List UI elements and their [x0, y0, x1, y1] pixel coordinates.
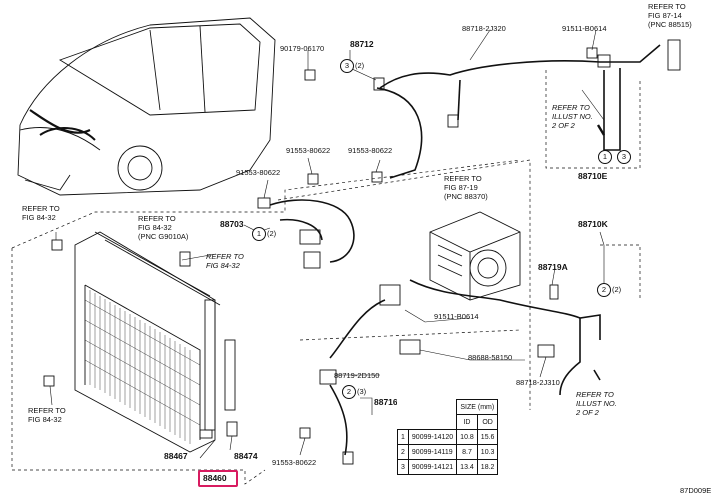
reference-fig-84-32-small[interactable]: REFER TO FIG 84-32 [206, 252, 244, 270]
diagram-id: 87D009E [680, 486, 712, 495]
part-number-88474[interactable]: 88474 [234, 451, 258, 461]
size-table-col-od: OD [476, 414, 499, 430]
size-table-col-id: ID [456, 414, 478, 430]
quantity-2-a: (2) [355, 61, 365, 70]
callout-2-right: 2 [597, 283, 611, 297]
row-od: 18.2 [476, 459, 499, 475]
part-number-88467[interactable]: 88467 [164, 451, 188, 461]
part-number-91553-80622-c[interactable]: 91553-80622 [236, 168, 281, 177]
reference-fig-87-14[interactable]: REFER TO FIG 87-14 (PNC 88515) [648, 2, 692, 29]
quantity-3: (3) [357, 387, 367, 396]
part-number-88719-2d150[interactable]: 88719-2D150 [334, 371, 380, 380]
part-number-88712[interactable]: 88712 [350, 39, 374, 49]
part-number-88716d[interactable]: 88716D [374, 397, 404, 407]
refrigerant-pipes [269, 44, 661, 456]
table-row: 3 90099-14121 13.4 18.2 [397, 459, 499, 475]
reference-fig-84-32-pnc[interactable]: REFER TO FIG 84-32 (PNC G9010A) [138, 214, 189, 241]
highlight-box-88460 [198, 470, 238, 487]
reference-illust-2-of-2-bottom[interactable]: REFER TO ILLUST NO. 2 OF 2 [576, 390, 617, 417]
row-part-number[interactable]: 90099-14121 [407, 459, 458, 475]
callout-3-top: 3 [340, 59, 354, 73]
table-row: 2 90099-14119 8.7 10.3 [397, 444, 499, 460]
part-number-91553-80622-d[interactable]: 91553-80622 [272, 458, 317, 467]
row-part-number[interactable]: 90099-14119 [407, 444, 458, 460]
table-row: 1 90099-14120 10.8 15.6 [397, 429, 499, 445]
part-number-88703[interactable]: 88703 [220, 219, 244, 229]
part-number-88710k[interactable]: 88710K [578, 219, 608, 229]
quantity-2-b: (2) [267, 229, 277, 238]
row-number: 1 [397, 429, 409, 445]
callout-1-top-right: 1 [598, 150, 612, 164]
reference-fig-87-19[interactable]: REFER TO FIG 87-19 (PNC 88370) [444, 174, 488, 201]
hose-size-table: SIZE (mm) ID OD 1 90099-14120 10.8 15.6 … [397, 399, 499, 475]
part-number-91553-80622-a[interactable]: 91553-80622 [286, 146, 331, 155]
row-id: 13.4 [456, 459, 478, 475]
part-number-91511-b0614[interactable]: 91511-B0614 [562, 24, 607, 33]
part-number-88688-58150[interactable]: 88688-58150 [468, 353, 513, 362]
part-number-88718-2j320[interactable]: 88718-2J320 [462, 24, 506, 33]
part-number-88719a[interactable]: 88719A [538, 262, 568, 272]
reference-fig-84-32-top[interactable]: REFER TO FIG 84-32 [22, 204, 60, 222]
reference-fig-84-32-bottom[interactable]: REFER TO FIG 84-32 [28, 406, 66, 424]
row-number: 2 [397, 444, 409, 460]
callout-2-lower: 2 [342, 385, 356, 399]
part-number-91511-b0614-b[interactable]: 91511-B0614 [434, 312, 479, 321]
size-table-header: SIZE (mm) [456, 399, 499, 415]
quantity-2-c: (2) [612, 285, 622, 294]
compressor-illustration [429, 211, 521, 301]
row-id: 10.8 [456, 429, 478, 445]
callout-3-top-right: 3 [617, 150, 631, 164]
row-id: 8.7 [456, 444, 478, 460]
row-number: 3 [397, 459, 409, 475]
reference-illust-2-of-2-top[interactable]: REFER TO ILLUST NO. 2 OF 2 [552, 103, 593, 130]
part-number-88710e[interactable]: 88710E [578, 171, 608, 181]
part-number-90179-06170[interactable]: 90179-06170 [280, 44, 325, 53]
part-number-88460[interactable]: 88460 [203, 473, 227, 483]
row-od: 10.3 [476, 444, 499, 460]
part-number-91553-80622-b[interactable]: 91553-80622 [348, 146, 393, 155]
part-number-88718-2j310[interactable]: 88718-2J310 [516, 378, 560, 387]
callout-1-left: 1 [252, 227, 266, 241]
row-od: 15.6 [476, 429, 499, 445]
row-part-number[interactable]: 90099-14120 [407, 429, 458, 445]
vehicle-illustration [17, 17, 276, 196]
